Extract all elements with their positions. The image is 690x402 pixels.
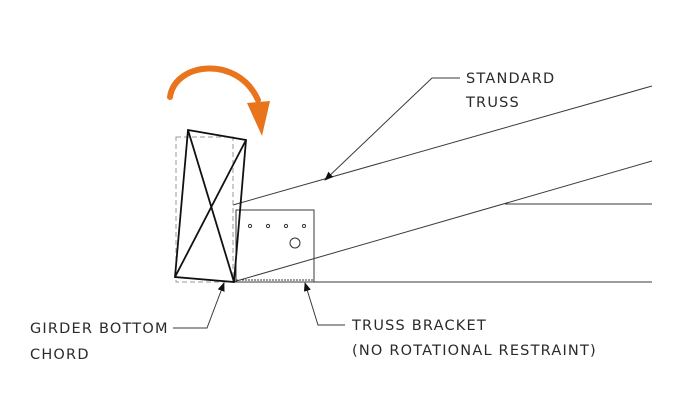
truss-bracket-label-line2: (NO ROTATIONAL RESTRAINT) <box>352 343 597 359</box>
standard-truss-label-line2: TRUSS <box>465 95 520 111</box>
girder-original-outline <box>175 136 234 283</box>
bracket-nail-hole <box>247 223 253 229</box>
truss-top-chord <box>232 85 653 206</box>
girder-label-line1: GIRDER BOTTOM <box>30 321 169 337</box>
girder-label-line2: CHORD <box>30 347 90 363</box>
truss-bracket-leader <box>303 282 345 326</box>
bracket-nail-hole <box>283 223 289 229</box>
truss-bracket-label-line1: TRUSS BRACKET <box>351 318 487 334</box>
bracket-nail-hole <box>301 223 307 229</box>
truss-web-line <box>232 160 653 283</box>
bracket-nail-hole <box>265 223 271 229</box>
truss-bracket <box>235 209 315 283</box>
girder-leader <box>173 282 225 329</box>
standard-truss-label-line1: STANDARD <box>466 71 555 87</box>
curved-rotation-arrow-icon <box>167 65 270 136</box>
standard-truss-leader <box>324 77 460 181</box>
girder-bottom-chord-rotated <box>174 128 247 283</box>
bracket-bolt-hole <box>289 237 301 249</box>
